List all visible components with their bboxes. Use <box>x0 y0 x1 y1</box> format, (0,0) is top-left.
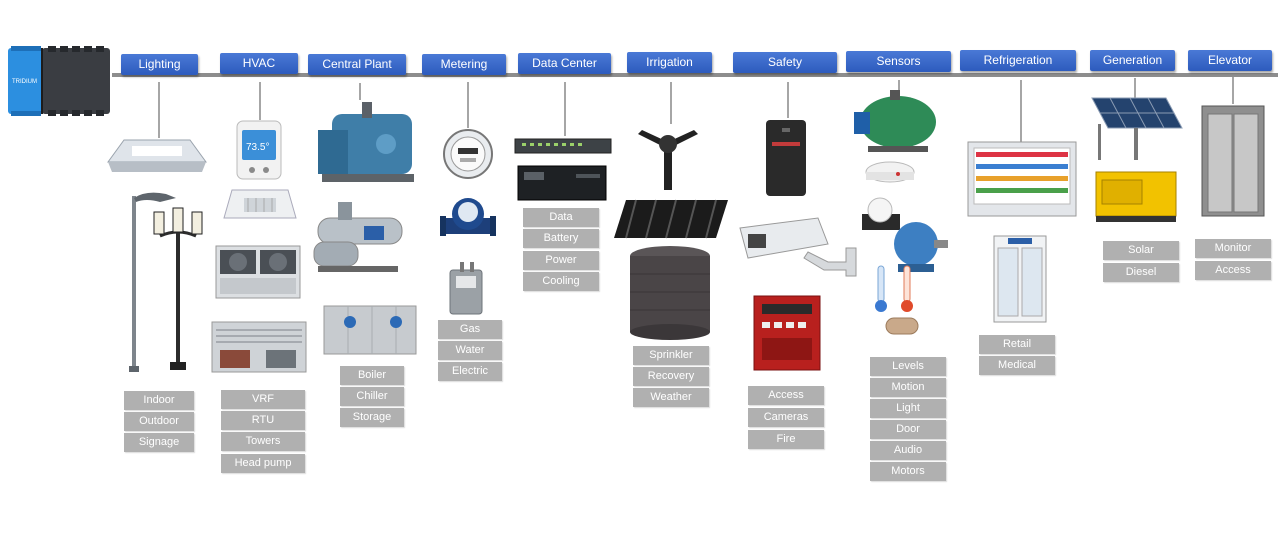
category-header-central-plant: Central Plant <box>308 54 406 75</box>
subsystem-tag-data-center-data: Data <box>523 208 599 227</box>
subsystem-tag-refrigeration-retail: Retail <box>979 335 1055 354</box>
ups-icon <box>517 165 607 201</box>
diesel-generator-icon <box>1095 171 1177 222</box>
category-header-elevator: Elevator <box>1188 50 1272 71</box>
subsystem-tag-hvac-vrf: VRF <box>221 390 305 409</box>
connector-line-refrigeration <box>1020 80 1022 142</box>
category-header-irrigation: Irrigation <box>627 52 712 73</box>
street-lamp-icon <box>129 192 176 372</box>
motion-sensor-icon <box>862 197 900 230</box>
door-sensor-icon <box>885 317 919 335</box>
subsystem-tag-safety-cameras: Cameras <box>748 408 824 427</box>
subsystem-tag-generation-solar: Solar <box>1103 241 1179 260</box>
category-header-generation: Generation <box>1090 50 1175 71</box>
connector-line-lighting <box>158 82 160 138</box>
connector-line-sensors <box>898 80 900 92</box>
cassette-ac-icon <box>223 189 297 219</box>
display-refrigerator-icon <box>967 141 1077 217</box>
motor-icon <box>894 222 948 272</box>
water-meter-icon <box>440 198 496 236</box>
subsystem-tag-elevator-access: Access <box>1195 261 1271 280</box>
subsystem-tag-hvac-rtu: RTU <box>221 411 305 430</box>
lamp-post-icon <box>153 207 203 370</box>
subsystem-tag-sensors-light: Light <box>870 399 946 418</box>
subsystem-tag-data-center-battery: Battery <box>523 229 599 248</box>
category-header-metering: Metering <box>422 54 506 75</box>
subsystem-tag-lighting-signage: Signage <box>124 433 194 452</box>
connector-line-irrigation <box>670 82 672 124</box>
subsystem-tag-refrigeration-medical: Medical <box>979 356 1055 375</box>
subsystem-tag-central-plant-chiller: Chiller <box>340 387 404 406</box>
subsystem-tag-central-plant-boiler: Boiler <box>340 366 404 385</box>
thermometer-icon <box>875 265 913 312</box>
subsystem-tag-generation-diesel: Diesel <box>1103 263 1179 282</box>
card-reader-icon <box>766 120 806 196</box>
subsystem-tag-metering-electric: Electric <box>438 362 502 381</box>
subsystem-tag-elevator-monitor: Monitor <box>1195 239 1271 258</box>
connector-line-elevator <box>1232 77 1234 104</box>
storage-tank-icon <box>323 305 417 355</box>
category-header-hvac: HVAC <box>220 53 298 74</box>
recovery-crate-icon <box>614 199 728 239</box>
category-header-sensors: Sensors <box>846 51 951 72</box>
chiller-unit-icon <box>215 245 301 299</box>
subsystem-tag-data-center-cooling: Cooling <box>523 272 599 291</box>
subsystem-tag-data-center-power: Power <box>523 251 599 270</box>
system-bus-line <box>112 73 1278 77</box>
subsystem-tag-lighting-outdoor: Outdoor <box>124 412 194 431</box>
water-tank-icon <box>630 246 710 340</box>
category-header-safety: Safety <box>733 52 837 73</box>
subsystem-tag-irrigation-recovery: Recovery <box>633 367 709 386</box>
solar-panel-icon <box>1091 97 1183 160</box>
controller-gateway-icon: TRIDIUM <box>8 46 110 116</box>
connector-line-central-plant <box>359 83 361 100</box>
subsystem-tag-metering-water: Water <box>438 341 502 360</box>
subsystem-tag-safety-access: Access <box>748 386 824 405</box>
subsystem-tag-sensors-audio: Audio <box>870 441 946 460</box>
subsystem-tag-sensors-motion: Motion <box>870 378 946 397</box>
network-switch-icon <box>514 138 612 154</box>
ceiling-light-icon <box>107 139 207 172</box>
subsystem-tag-central-plant-storage: Storage <box>340 408 404 427</box>
smoke-detector-icon <box>865 161 915 183</box>
gas-meter-icon <box>449 262 483 315</box>
electric-meter-icon <box>443 129 493 179</box>
subsystem-tag-irrigation-weather: Weather <box>633 388 709 407</box>
connector-line-hvac <box>259 82 261 120</box>
elevator-doors-icon <box>1201 105 1265 217</box>
svg-text:73.5°: 73.5° <box>246 142 269 153</box>
cooling-tower-icon <box>211 321 307 373</box>
connector-line-metering <box>467 82 469 128</box>
subsystem-tag-hvac-towers: Towers <box>221 432 305 451</box>
medical-fridge-icon <box>993 235 1047 323</box>
subsystem-tag-sensors-motors: Motors <box>870 462 946 481</box>
gateway-brand: TRIDIUM <box>12 79 37 85</box>
subsystem-tag-hvac-head-pump: Head pump <box>221 454 305 473</box>
category-header-data-center: Data Center <box>518 53 611 74</box>
level-tank-icon <box>854 90 936 152</box>
category-header-refrigeration: Refrigeration <box>960 50 1076 71</box>
subsystem-tag-metering-gas: Gas <box>438 320 502 339</box>
connector-line-safety <box>787 82 789 118</box>
thermostat-icon: 73.5° <box>236 120 282 180</box>
chiller-icon <box>313 202 403 272</box>
subsystem-tag-irrigation-sprinkler: Sprinkler <box>633 346 709 365</box>
subsystem-tag-sensors-levels: Levels <box>870 357 946 376</box>
fire-panel-icon <box>753 295 821 371</box>
connector-line-generation <box>1134 78 1136 98</box>
sprinkler-icon <box>638 130 698 190</box>
category-header-lighting: Lighting <box>121 54 198 75</box>
boiler-icon <box>318 102 414 182</box>
subsystem-tag-safety-fire: Fire <box>748 430 824 449</box>
security-camera-icon <box>739 217 857 277</box>
subsystem-tag-sensors-door: Door <box>870 420 946 439</box>
connector-line-data-center <box>564 82 566 136</box>
subsystem-tag-lighting-indoor: Indoor <box>124 391 194 410</box>
